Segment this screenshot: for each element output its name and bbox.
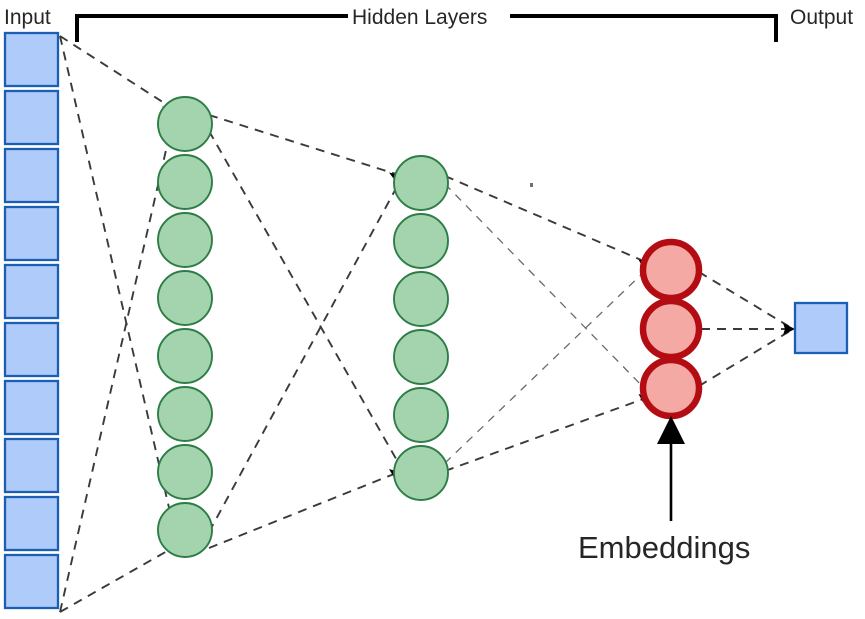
hidden-node[interactable] [393, 271, 449, 327]
bracket-left-segment [75, 14, 348, 42]
hidden-node[interactable] [393, 329, 449, 385]
hidden-node[interactable] [157, 270, 213, 326]
connection-line [59, 545, 177, 613]
hidden-node[interactable] [157, 154, 213, 210]
input-node[interactable] [3, 89, 60, 146]
connections-hidden1-to-hidden2 [208, 114, 400, 549]
input-node[interactable] [3, 437, 60, 494]
output-node[interactable] [793, 301, 849, 355]
connection-line [208, 130, 400, 465]
input-node[interactable] [3, 205, 60, 262]
connection-line [698, 330, 791, 387]
bracket-right-segment [510, 14, 778, 42]
input-node[interactable] [3, 495, 60, 552]
hidden-node[interactable] [157, 386, 213, 442]
hidden-node[interactable] [157, 444, 213, 500]
input-node[interactable] [3, 379, 60, 436]
connection-line [59, 35, 173, 109]
input-node[interactable] [3, 147, 60, 204]
input-node[interactable] [3, 321, 60, 378]
connection-line [444, 183, 647, 391]
connection-line [444, 269, 647, 464]
label-output: Output [790, 6, 853, 29]
connection-line [444, 397, 647, 472]
hidden-layer-2 [393, 155, 449, 501]
embedding-node[interactable] [639, 297, 703, 361]
connection-line [698, 271, 791, 328]
input-layer [3, 31, 60, 610]
hidden-node[interactable] [393, 213, 449, 269]
connection-line [208, 114, 400, 176]
embeddings-arrow-head [657, 416, 685, 444]
embedding-node[interactable] [639, 356, 703, 420]
embedding-node[interactable] [639, 238, 703, 302]
hidden-layer-1 [157, 96, 213, 558]
connections-hidden2-to-embeddings [444, 175, 648, 472]
label-hidden-layers: Hidden Layers [352, 6, 487, 29]
stray-speck [530, 183, 533, 187]
connection-line [444, 175, 647, 263]
hidden-node[interactable] [157, 502, 213, 558]
hidden-layers-bracket [75, 14, 778, 42]
label-input: Input [4, 6, 51, 29]
input-node[interactable] [3, 263, 60, 320]
arrowhead [783, 323, 795, 335]
hidden-node[interactable] [393, 387, 449, 443]
input-node[interactable] [3, 31, 60, 88]
connection-line [59, 123, 173, 613]
connection-line [208, 471, 400, 549]
label-embeddings: Embeddings [578, 530, 750, 565]
hidden-node[interactable] [157, 212, 213, 268]
connection-line [208, 182, 400, 533]
connection-line [59, 35, 177, 539]
embedding-layer [639, 238, 703, 420]
embeddings-callout [657, 416, 685, 521]
hidden-node[interactable] [393, 445, 449, 501]
hidden-node[interactable] [157, 96, 213, 152]
hidden-node[interactable] [393, 155, 449, 211]
input-node[interactable] [3, 553, 60, 610]
hidden-node[interactable] [157, 328, 213, 384]
connections-embeddings-to-output [698, 271, 795, 387]
